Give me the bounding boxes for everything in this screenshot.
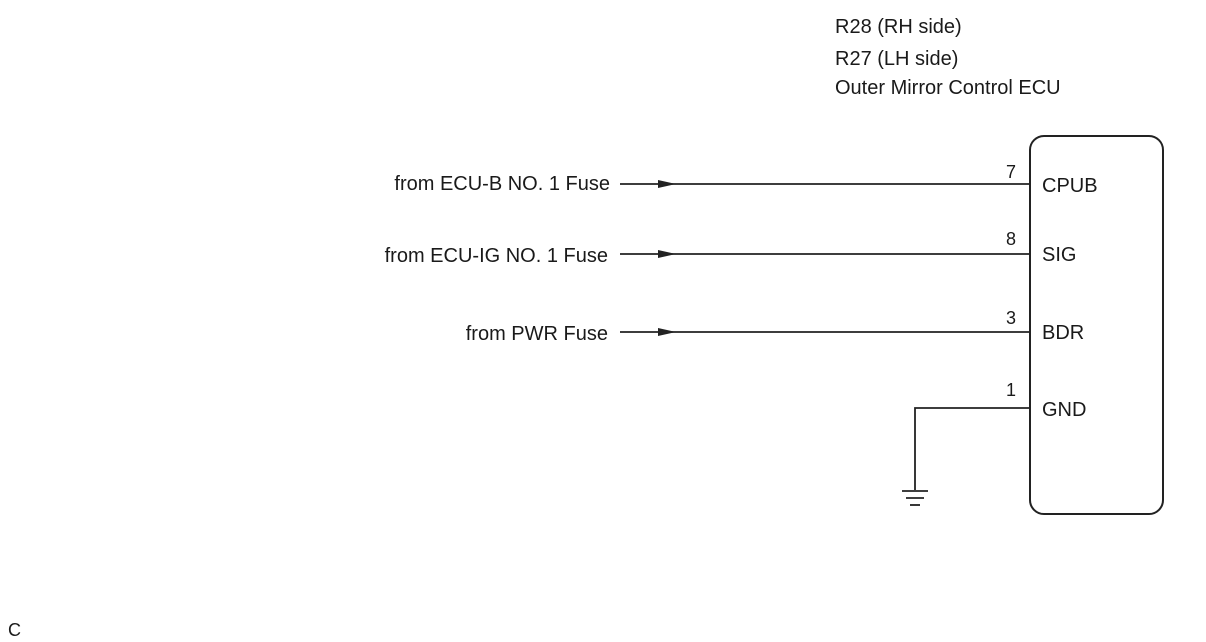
pin-number-7: 7 xyxy=(1006,162,1016,182)
connector-label-rh: R28 (RH side) xyxy=(835,16,962,38)
ground-icon xyxy=(902,490,928,506)
source-label-ecu-b: from ECU-B NO. 1 Fuse xyxy=(394,173,610,195)
pin-row-gnd: 1 GND xyxy=(902,380,1086,506)
source-label-pwr: from PWR Fuse xyxy=(466,323,608,345)
wire-gnd xyxy=(914,407,1030,490)
pin-name-gnd: GND xyxy=(1042,399,1086,421)
corner-mark: C xyxy=(8,620,21,640)
source-label-ecu-ig: from ECU-IG NO. 1 Fuse xyxy=(385,245,608,267)
component-header: R28 (RH side) R27 (LH side) Outer Mirror… xyxy=(835,16,1061,99)
pin-name-cpub: CPUB xyxy=(1042,175,1098,197)
pin-row-bdr: from PWR Fuse 3 BDR xyxy=(466,308,1084,345)
pin-row-cpub: from ECU-B NO. 1 Fuse 7 CPUB xyxy=(394,162,1097,197)
pin-name-bdr: BDR xyxy=(1042,322,1084,344)
connector-label-lh: R27 (LH side) xyxy=(835,48,958,70)
pin-number-1: 1 xyxy=(1006,380,1016,400)
pin-row-sig: from ECU-IG NO. 1 Fuse 8 SIG xyxy=(385,229,1077,267)
pin-name-sig: SIG xyxy=(1042,244,1076,266)
pin-number-3: 3 xyxy=(1006,308,1016,328)
arrow-icon xyxy=(658,250,676,258)
component-name: Outer Mirror Control ECU xyxy=(835,77,1061,99)
arrow-icon xyxy=(658,180,676,188)
ecu-box xyxy=(1029,135,1164,515)
pin-number-8: 8 xyxy=(1006,229,1016,249)
arrow-icon xyxy=(658,328,676,336)
